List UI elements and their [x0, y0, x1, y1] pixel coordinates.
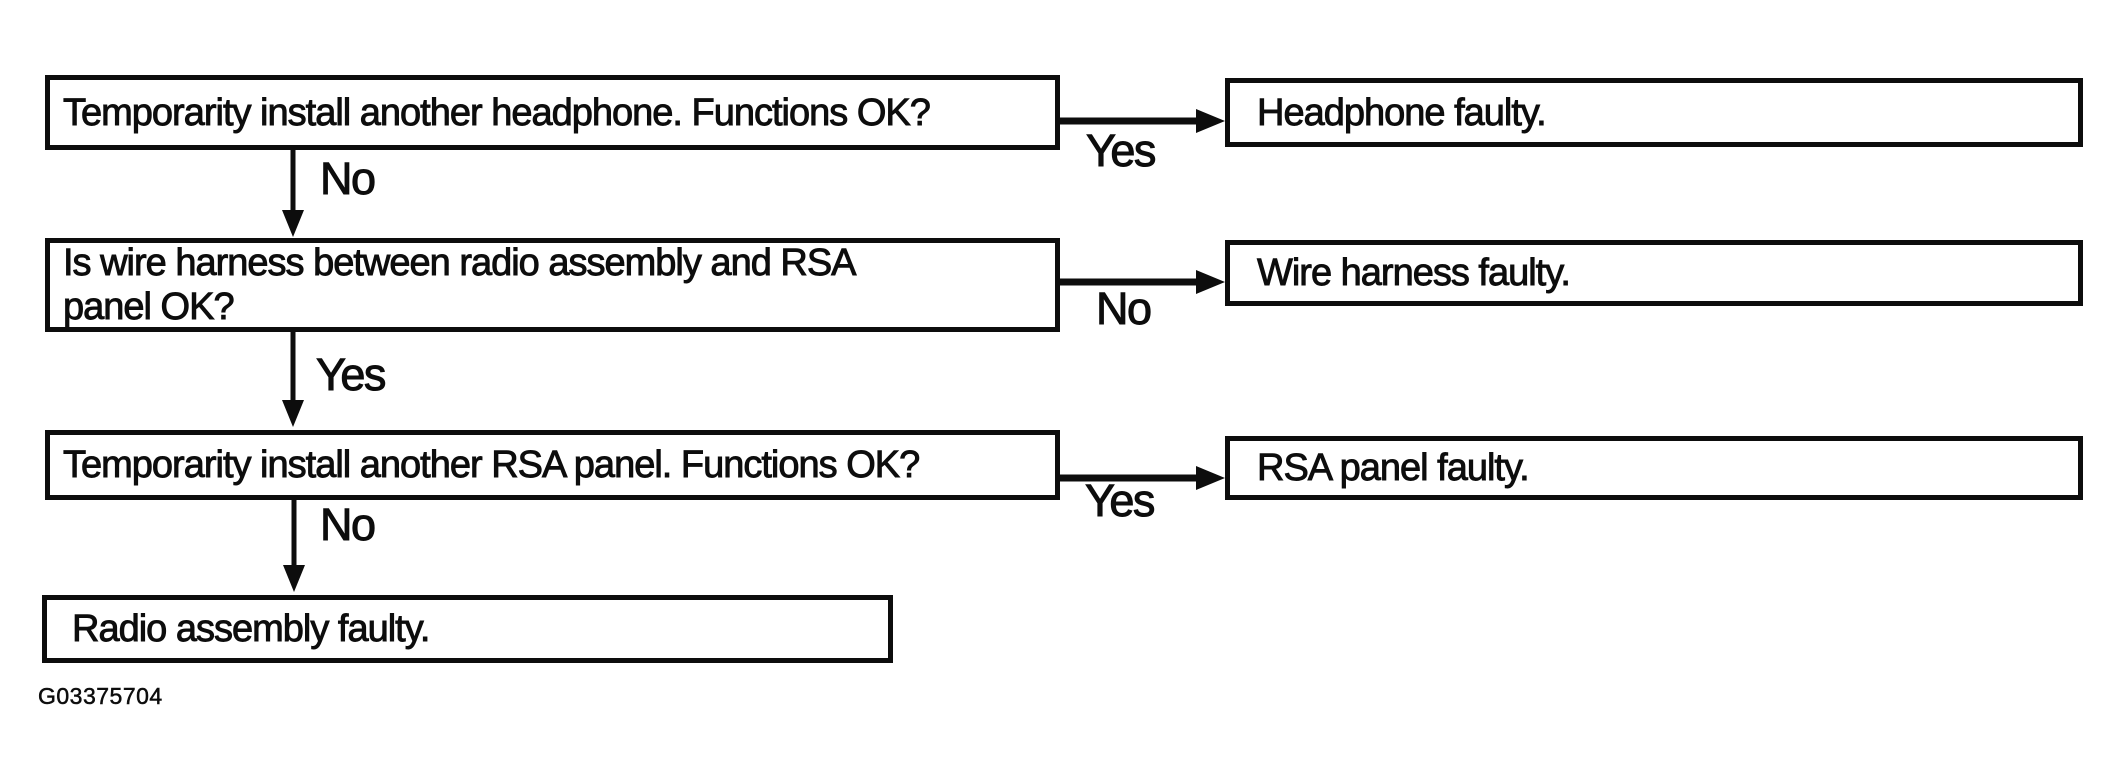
node-install-rsa-panel: Temporarity install another RSA panel. F…: [45, 430, 1060, 500]
node-radio-assembly-faulty: Radio assembly faulty.: [42, 595, 893, 663]
node-headphone-faulty: Headphone faulty.: [1225, 78, 2083, 147]
edge-label-yes-rsa-panel: Yes: [1085, 475, 1156, 526]
edge-label-no-wire-harness: No: [1096, 283, 1153, 334]
edge-label-yes-headphone: Yes: [1086, 125, 1157, 176]
node-wire-harness-faulty: Wire harness faulty.: [1225, 240, 2083, 306]
node-install-rsa-panel-text: Temporarity install another RSA panel. F…: [63, 444, 921, 487]
node-headphone-faulty-text: Headphone faulty.: [1257, 91, 1548, 134]
node-wire-harness-check: Is wire harness between radio assembly a…: [45, 238, 1060, 332]
node-wire-harness-check-text: Is wire harness between radio assembly a…: [63, 242, 857, 329]
node-install-headphone: Temporarity install another headphone. F…: [45, 75, 1060, 150]
figure-id: G03375704: [38, 683, 163, 710]
node-rsa-panel-faulty: RSA panel faulty.: [1225, 436, 2083, 500]
node-wire-harness-faulty-text: Wire harness faulty.: [1257, 252, 1572, 295]
edge-label-no-headphone: No: [320, 153, 377, 204]
arrow-q1-to-q2: [282, 148, 304, 237]
arrow-q1-to-r1: [1060, 109, 1225, 133]
node-install-headphone-text: Temporarity install another headphone. F…: [63, 91, 932, 134]
arrow-q2-to-q3: [282, 332, 304, 427]
edge-label-yes-wire-harness: Yes: [316, 349, 387, 400]
arrow-q3-to-t1: [283, 500, 305, 592]
arrow-q3-to-r3: [1060, 466, 1225, 490]
node-radio-assembly-faulty-text: Radio assembly faulty.: [72, 608, 431, 651]
arrow-q2-to-r2: [1060, 270, 1225, 294]
edge-label-no-rsa-panel: No: [320, 499, 377, 550]
node-rsa-panel-faulty-text: RSA panel faulty.: [1257, 447, 1531, 490]
